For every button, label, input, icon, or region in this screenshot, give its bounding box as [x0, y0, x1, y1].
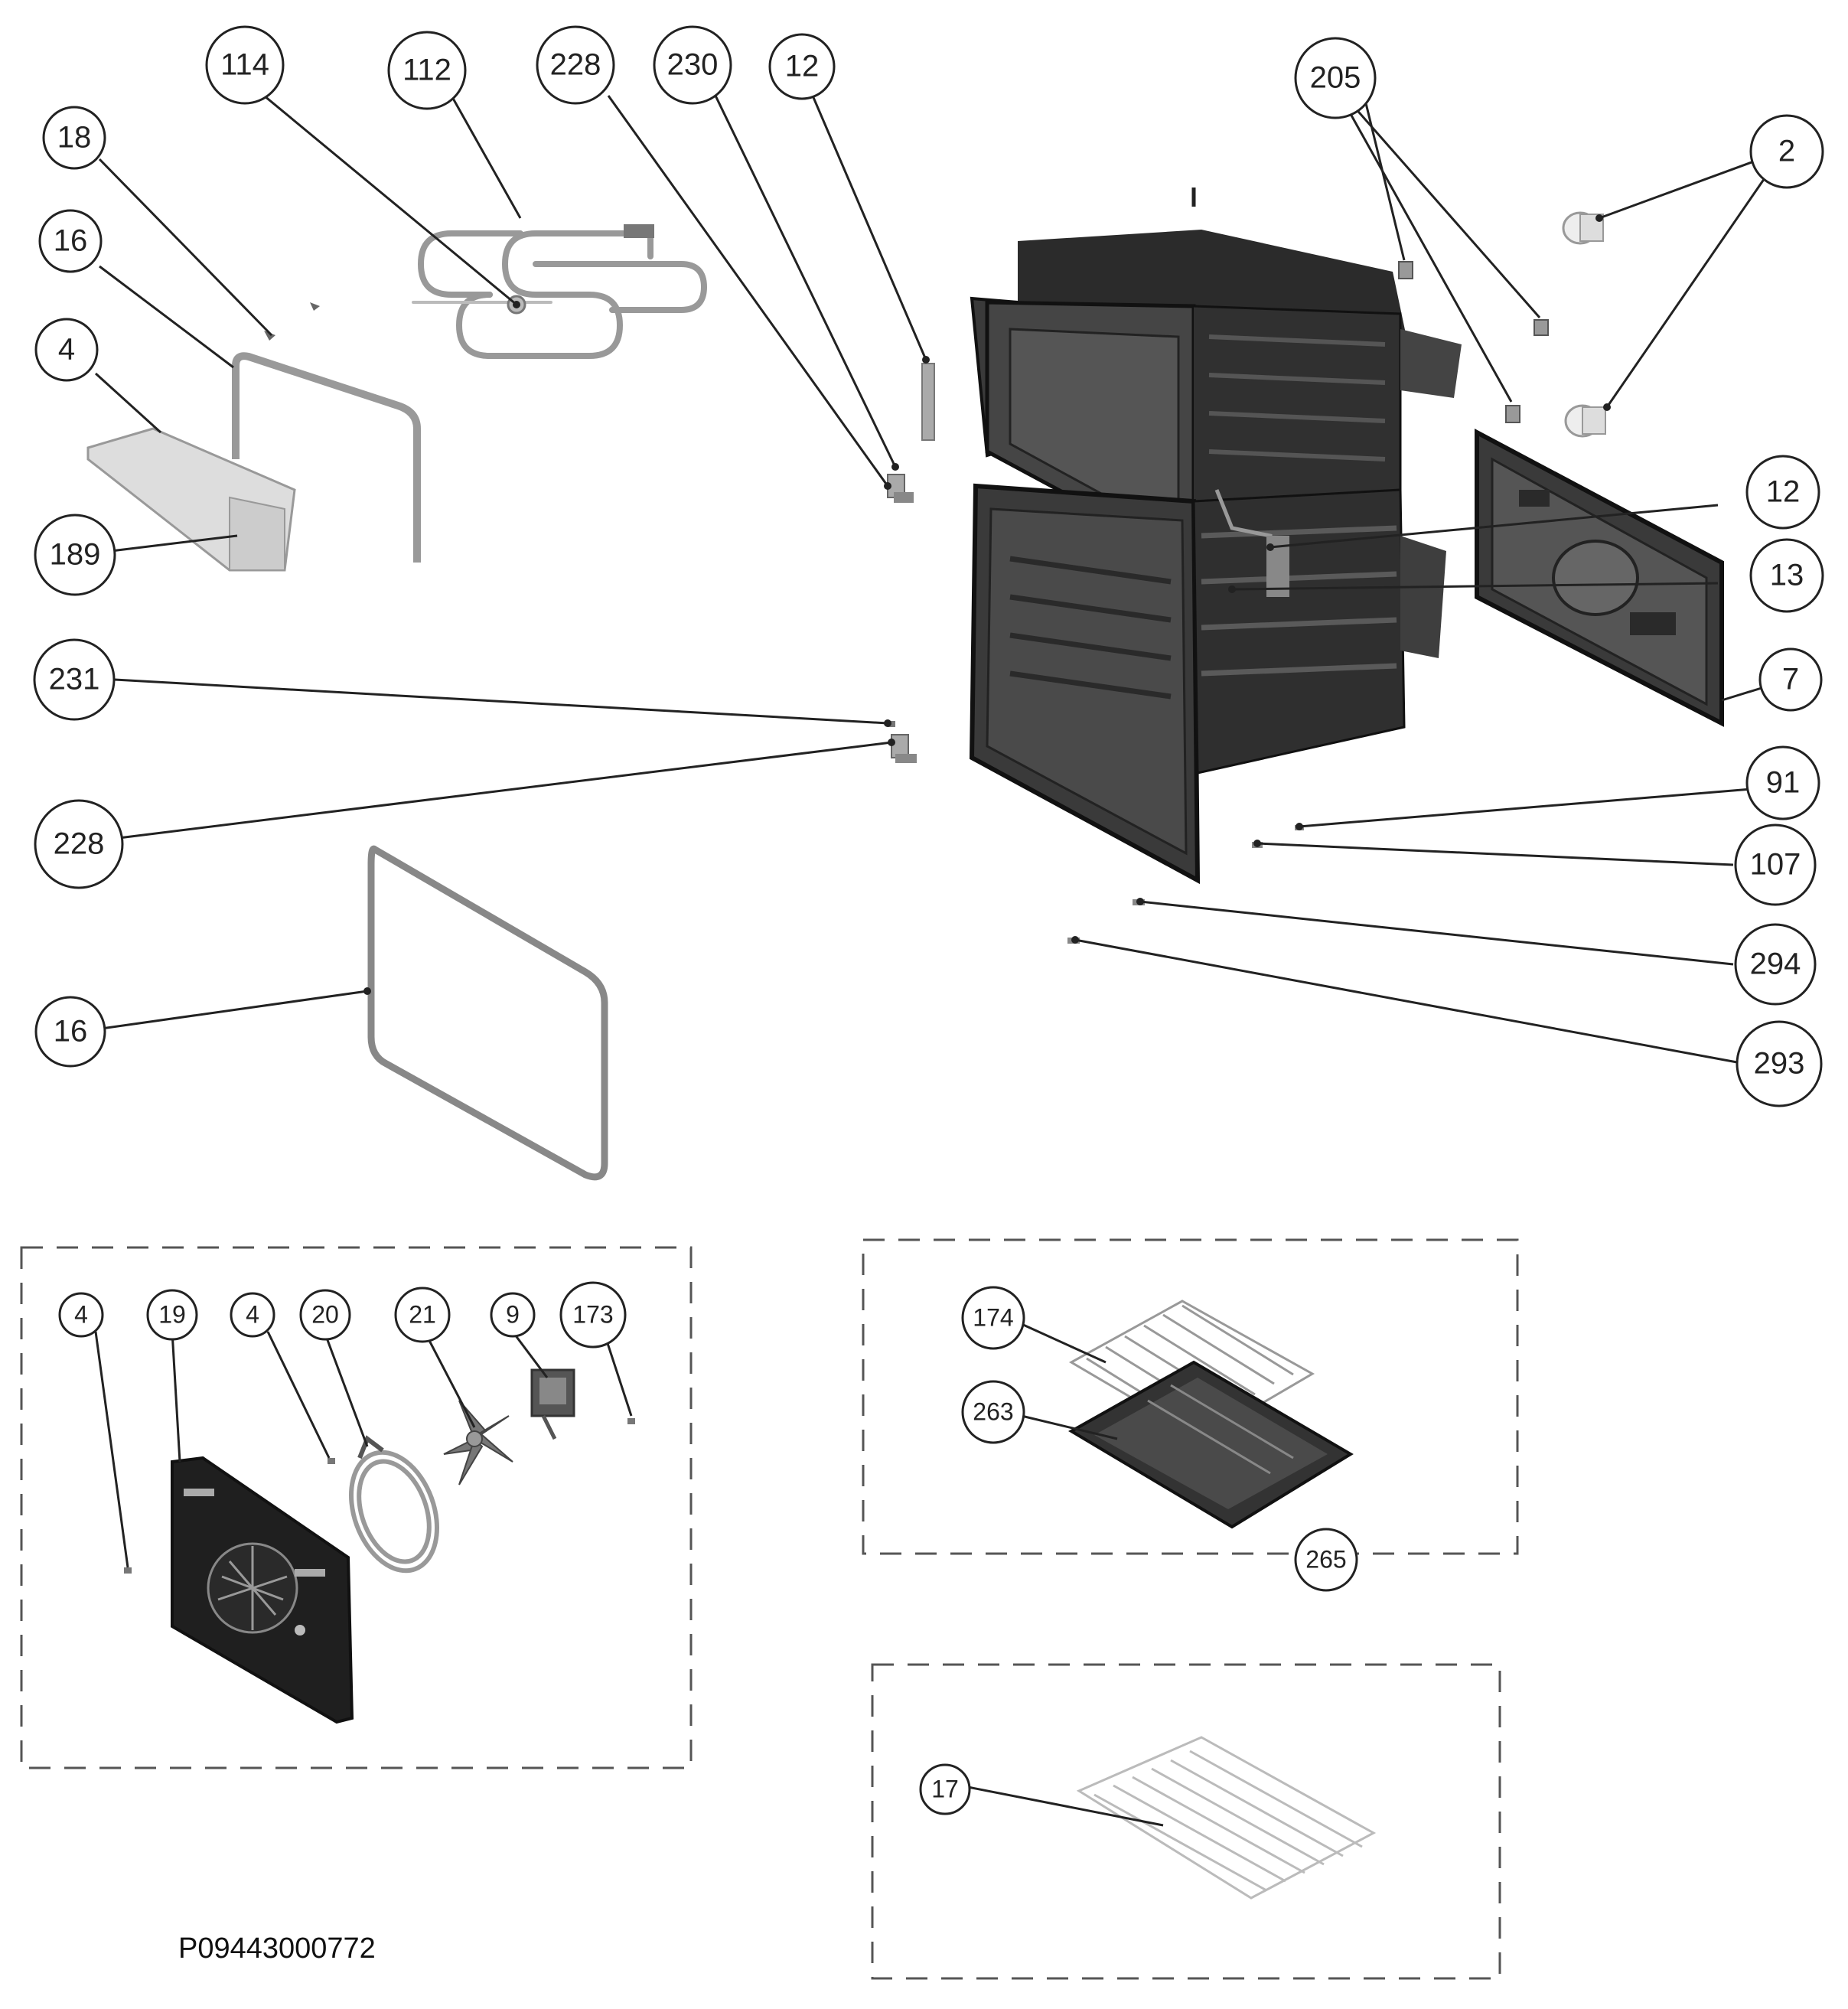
- callout-12-right: 12: [1765, 475, 1801, 509]
- callout-173: 173: [572, 1300, 614, 1329]
- fan-blade-part-21: [443, 1400, 513, 1486]
- callout-294: 294: [1749, 947, 1801, 981]
- clip-part-12-upper: [921, 363, 935, 441]
- callout-21: 21: [409, 1300, 436, 1329]
- callout-231: 231: [48, 662, 100, 696]
- grill-heating-element: [412, 226, 708, 359]
- callout-2: 2: [1778, 134, 1796, 168]
- callout-20: 20: [311, 1300, 339, 1329]
- circular-heating-element-part-20: [348, 1435, 440, 1574]
- callout-107: 107: [1749, 847, 1801, 882]
- leader-lines: [94, 94, 1772, 1827]
- callout-112: 112: [403, 53, 451, 87]
- screw-part-4-fan: [328, 1458, 335, 1464]
- bracket-228-upper: [887, 474, 914, 503]
- fan-assembly-box: [20, 1246, 693, 1769]
- main-oven-cavity: [969, 483, 1446, 885]
- callout-189: 189: [49, 537, 101, 572]
- fan-motor-part-9: [530, 1368, 575, 1440]
- callout-228-upper: 228: [549, 47, 601, 82]
- lamp-covers-part-2: [1562, 211, 1606, 438]
- callout-16-upper: 16: [53, 223, 88, 258]
- callout-9: 9: [506, 1300, 520, 1329]
- callout-230: 230: [667, 47, 719, 82]
- drawing-reference-code: P09443000772: [178, 1932, 376, 1965]
- callout-16-lower: 16: [53, 1014, 88, 1049]
- callout-4-upper: 4: [57, 332, 76, 367]
- leader-arrowheads: [363, 214, 1611, 995]
- screw-part-231: [888, 721, 895, 727]
- screw-small-top: [310, 302, 320, 311]
- screw-part-18: [264, 331, 275, 341]
- callout-19: 19: [158, 1300, 186, 1329]
- callout-13: 13: [1769, 558, 1804, 592]
- callout-12-upper: 12: [784, 49, 820, 83]
- callout-4-fan-left: 4: [74, 1300, 88, 1329]
- callout-circles: [33, 25, 1824, 1815]
- baking-tray-part-263: [1068, 1360, 1354, 1529]
- callout-228-lower: 228: [53, 827, 105, 861]
- callout-174: 174: [973, 1303, 1014, 1332]
- clips-part-205: [1398, 261, 1549, 423]
- bracket-228-lower: [891, 734, 917, 763]
- dashed-groups: [20, 1238, 1519, 1980]
- grill-terminal-block: [624, 224, 654, 238]
- callout-265: 265: [1305, 1545, 1347, 1574]
- callout-91: 91: [1765, 765, 1801, 800]
- callout-18: 18: [57, 120, 92, 155]
- screw-part-173: [627, 1418, 635, 1424]
- element-cover-edge: [229, 496, 285, 571]
- top-element-frame-part-16: [232, 352, 421, 563]
- callout-17: 17: [931, 1775, 959, 1803]
- door-seal-part-16: [367, 845, 608, 1181]
- callout-4-fan-mid: 4: [246, 1300, 259, 1329]
- callout-7: 7: [1781, 662, 1800, 696]
- callout-293: 293: [1753, 1046, 1805, 1081]
- callout-205: 205: [1309, 60, 1361, 95]
- wire-shelf-part-17: [1076, 1736, 1377, 1900]
- fan-cover-part-19: [171, 1456, 354, 1724]
- accessories-box: [862, 1238, 1519, 1555]
- callout-263: 263: [973, 1397, 1014, 1426]
- screw-part-4-left: [124, 1567, 132, 1574]
- callout-114: 114: [220, 47, 269, 82]
- wire-shelf-box: [871, 1663, 1501, 1980]
- rear-panel-part-7: [1475, 429, 1724, 727]
